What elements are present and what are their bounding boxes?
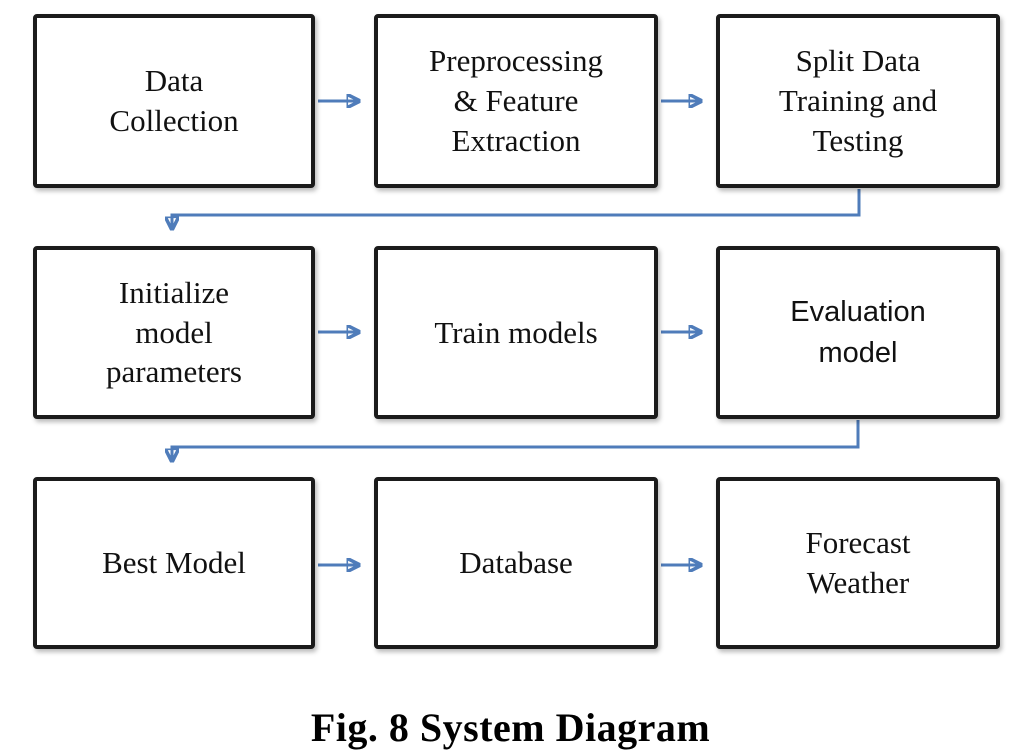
box-label-database: Database <box>459 545 573 581</box>
box-label-forecast-weather: Forecast Weather <box>805 525 911 600</box>
arrow-splitdata-to-initialize <box>172 189 861 228</box>
box-label-data-collection: Data Collection <box>109 63 239 138</box>
flowchart-box-best-model: Best Model <box>33 477 315 649</box>
flowchart-box-preprocessing: Preprocessing & Feature Extraction <box>374 14 658 188</box>
box-label-preprocessing: Preprocessing & Feature Extraction <box>429 43 603 158</box>
flowchart-box-split-data: Split Data Training and Testing <box>716 14 1000 188</box>
flowchart-box-initialize-model: Initialize model parameters <box>33 246 315 419</box>
flowchart-box-database: Database <box>374 477 658 649</box>
box-label-evaluation-model: Evaluation model <box>790 296 926 369</box>
box-label-best-model: Best Model <box>102 545 246 581</box>
flowchart-box-forecast-weather: Forecast Weather <box>716 477 1000 649</box>
box-label-initialize-model: Initialize model parameters <box>106 274 242 390</box>
flowchart-box-data-collection: Data Collection <box>33 14 315 188</box>
flowchart-box-evaluation-model: Evaluation model <box>716 246 1000 419</box>
flowchart-box-train-models: Train models <box>374 246 658 419</box>
figure-caption: Fig. 8 System Diagram <box>310 705 711 750</box>
arrow-evaluation-to-bestmodel <box>172 420 860 460</box>
box-label-train-models: Train models <box>434 314 598 350</box>
box-label-split-data: Split Data Training and Testing <box>778 43 938 158</box>
